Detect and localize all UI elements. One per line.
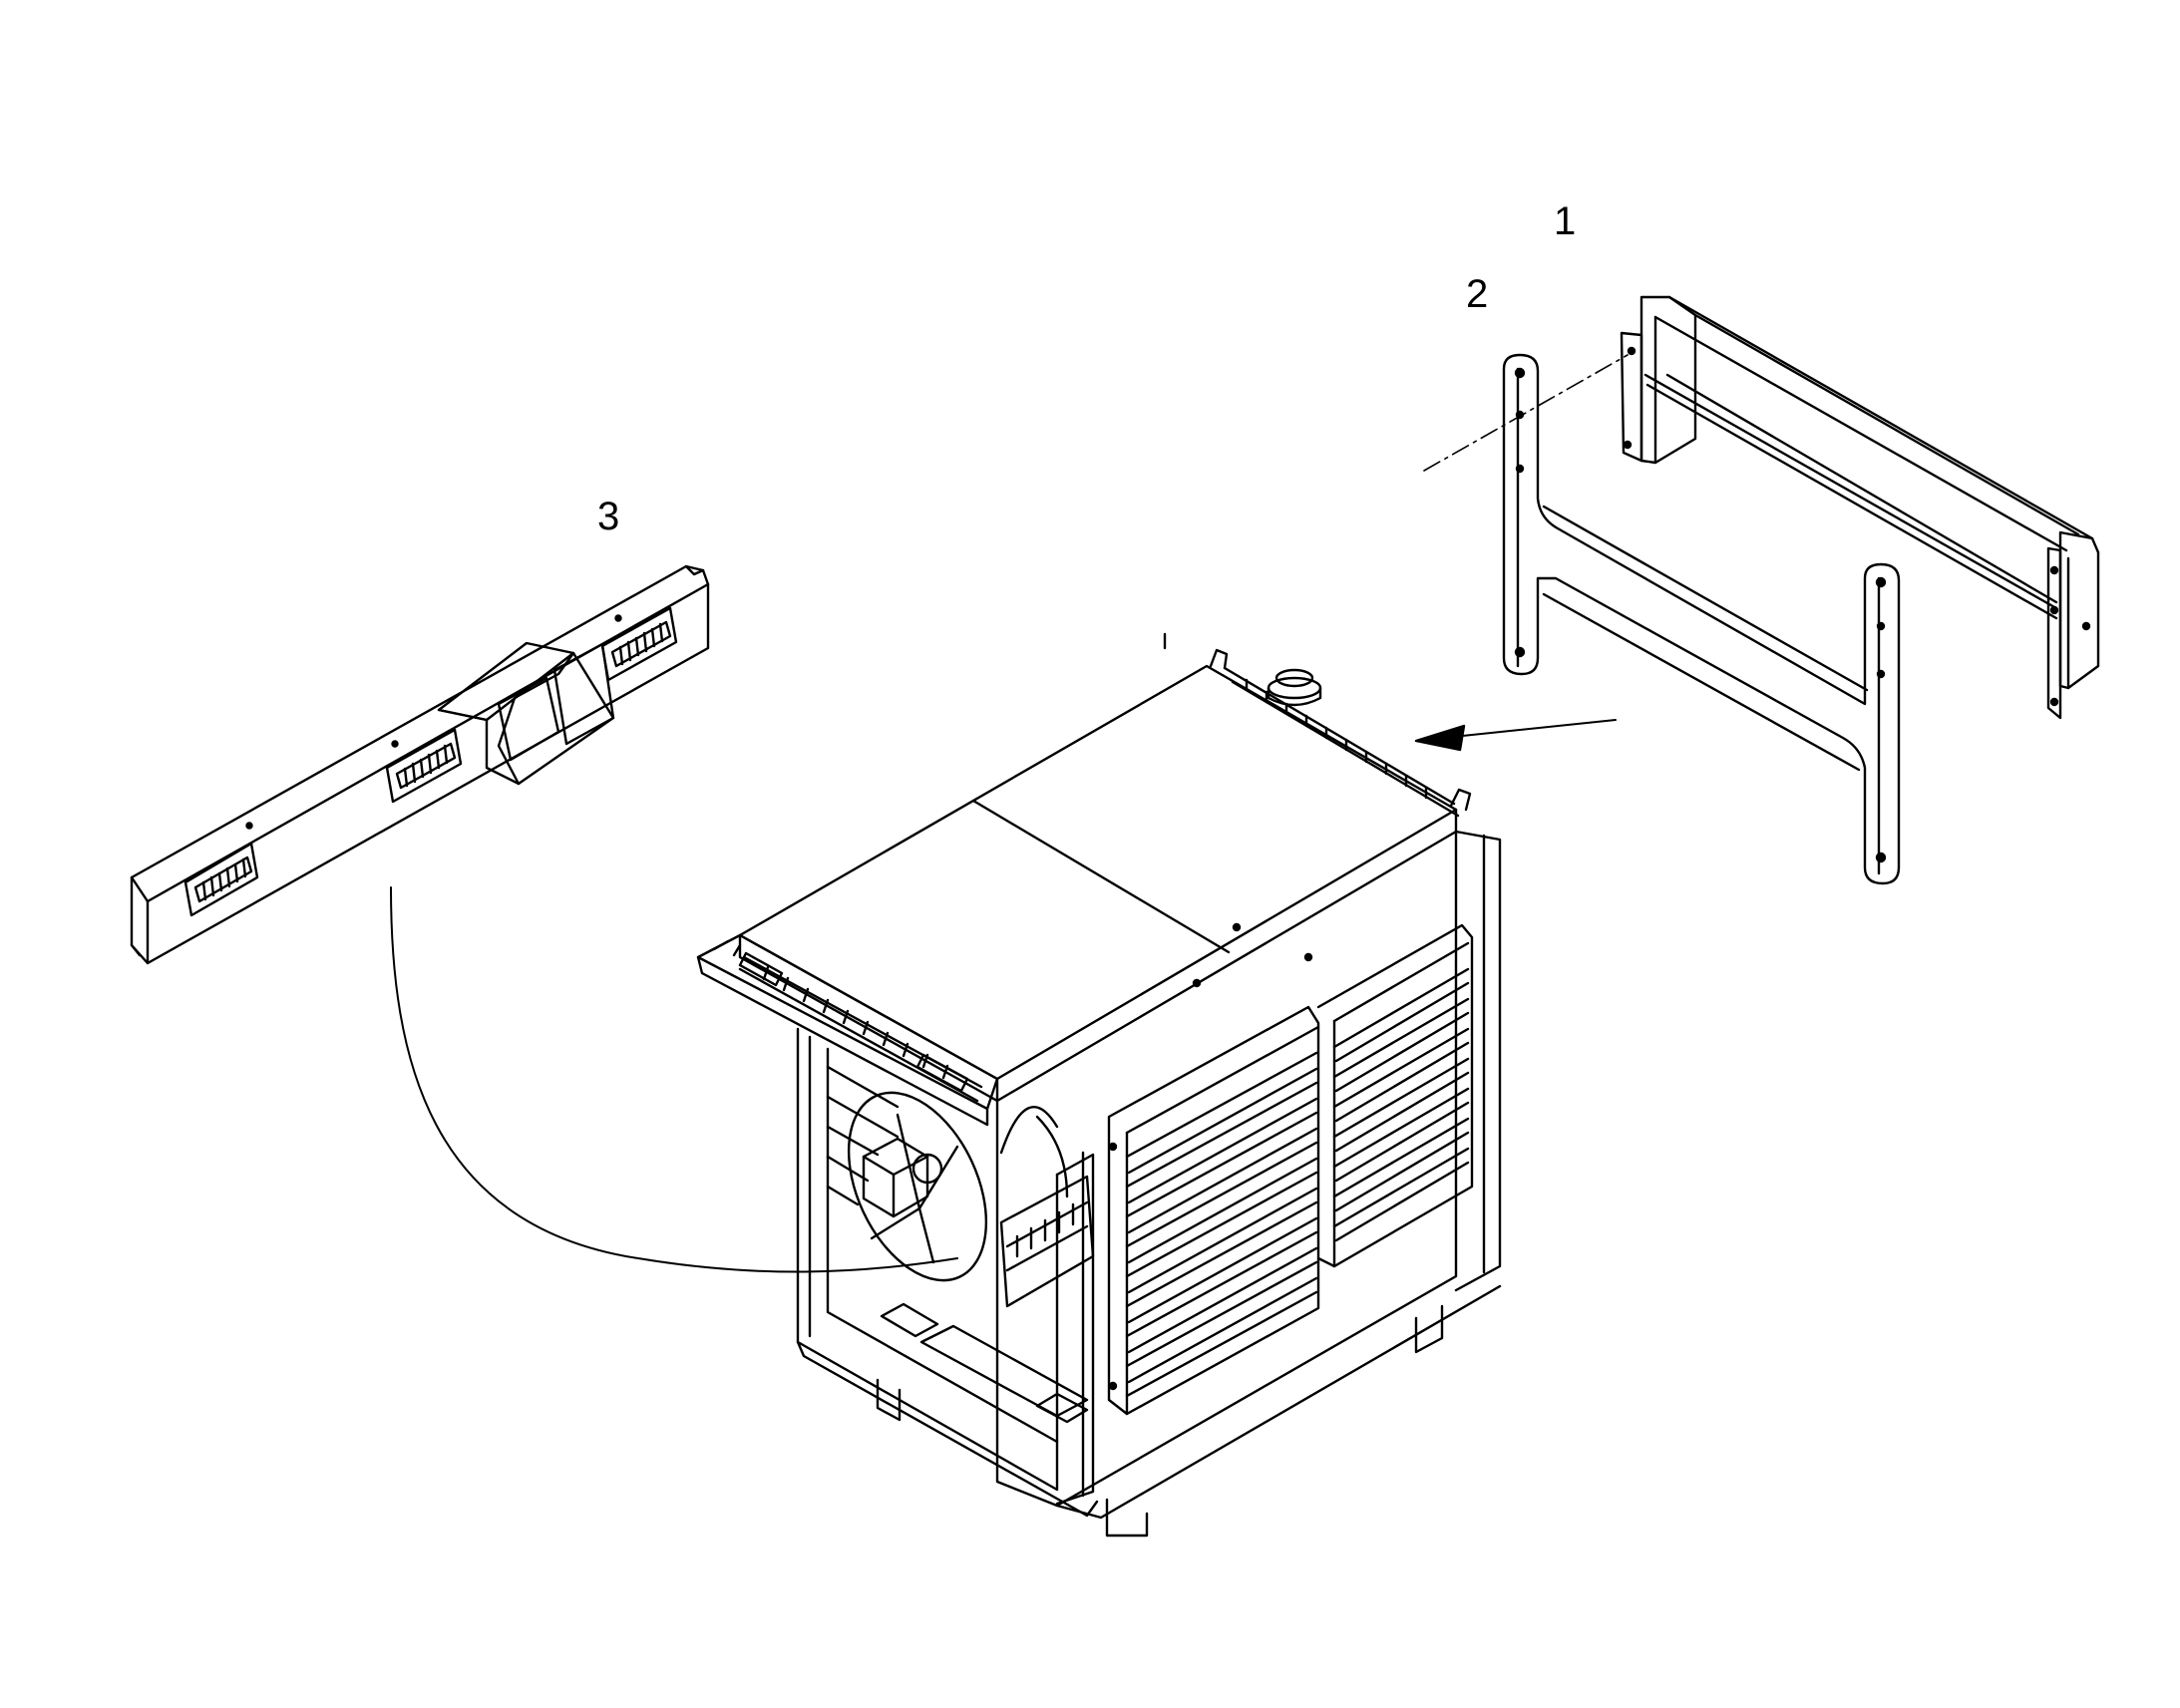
assembly-arrow <box>1414 719 1617 752</box>
center-housing <box>437 641 615 786</box>
callout-3: 3 <box>597 495 620 538</box>
fan <box>847 1091 1069 1282</box>
part-2-h-frame <box>1502 353 1901 885</box>
radiator-cab-unit <box>696 632 1502 1537</box>
filler-cap <box>1267 668 1322 707</box>
louvre-door <box>1107 1005 1320 1416</box>
callout-2: 2 <box>1466 272 1489 316</box>
part-1-top-bracket <box>1620 295 2100 720</box>
louvre-panel-right <box>1316 923 1474 1268</box>
callout-1: 1 <box>1554 199 1577 243</box>
part-3-light-bar <box>130 564 710 965</box>
lamp-left <box>183 842 259 917</box>
lamp-center-left <box>385 728 463 804</box>
lamp-right <box>600 606 678 682</box>
leader-line-part-3 <box>390 886 958 1273</box>
alignment-line <box>1423 354 1629 472</box>
